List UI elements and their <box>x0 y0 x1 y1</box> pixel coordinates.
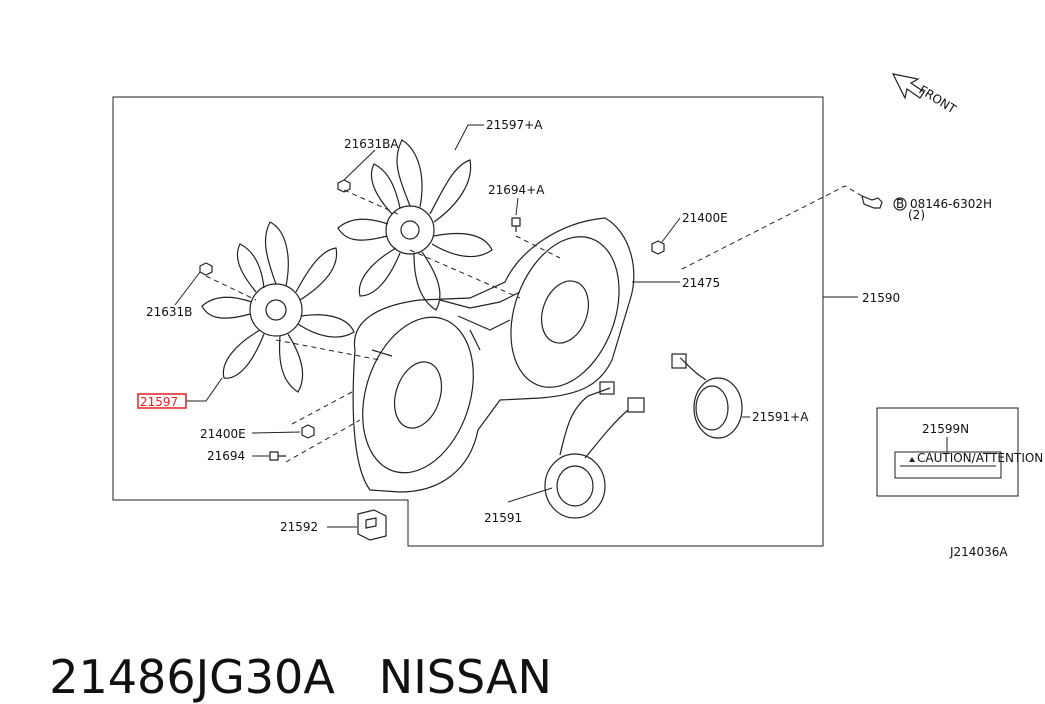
label-21400E: 21400E <box>200 427 246 441</box>
assembly-dash-upper <box>409 249 521 299</box>
leader-21694A <box>515 197 519 216</box>
highlight-box-21597 <box>137 393 187 409</box>
label-21631B: 21631B <box>146 305 192 319</box>
assembly-dash-bolt <box>679 185 863 271</box>
assembly-frame <box>112 96 824 547</box>
leader-21400E <box>251 431 301 434</box>
leader-21591 <box>507 487 553 503</box>
part-number: 21486JG30A <box>49 650 335 704</box>
leader-21631BA <box>343 149 376 181</box>
label-21694: 21694 <box>207 449 245 463</box>
label-21597A: 21597+A <box>486 118 543 132</box>
assembly-dash-lower <box>275 339 381 361</box>
nut-21631B <box>199 262 213 276</box>
screw-21694A <box>511 217 521 232</box>
label-21592: 21592 <box>280 520 318 534</box>
screw-21694 <box>269 451 286 461</box>
front-arrow-icon <box>891 73 925 100</box>
caption: 21486JG30A NISSAN <box>20 596 552 704</box>
assembly-dash-21631BA <box>343 189 401 216</box>
leader-21597 <box>186 377 223 402</box>
nut-21400E-lower <box>301 424 315 439</box>
label-21591: 21591 <box>484 511 522 525</box>
label-21590: 21590 <box>862 291 900 305</box>
caution-sticker <box>894 451 1002 479</box>
leader-21400E-top <box>661 217 681 243</box>
caution-label-box <box>876 407 1019 497</box>
fan-motor-lower <box>544 381 645 519</box>
label-21591A: 21591+A <box>752 410 809 424</box>
bolt-marker-icon <box>893 197 907 211</box>
fan-blade-upper <box>337 139 493 311</box>
label-08146-qty: (2) <box>908 208 925 222</box>
nut-21400E-top <box>651 240 665 255</box>
fan-blade-lower <box>201 221 355 393</box>
leader-21631B <box>174 271 201 306</box>
label-21599N: 21599N <box>922 422 969 436</box>
fan-motor-right <box>671 353 743 439</box>
parts-diagram: FRONT <box>112 73 1043 559</box>
label-08146: 08146-6302H <box>910 197 992 211</box>
leader-21597A <box>454 124 484 151</box>
brand-name: NISSAN <box>378 650 552 704</box>
label-21631BA: 21631BA <box>344 137 399 151</box>
warning-icon <box>909 457 915 462</box>
assembly-dash-21631B <box>205 275 257 301</box>
assembly-dash-21694A <box>515 235 561 259</box>
front-label: FRONT <box>916 83 959 117</box>
bolt-08146 <box>861 195 883 209</box>
assembly-dash-21694 <box>285 419 361 463</box>
assembly-dash-21400E <box>291 391 353 425</box>
label-21400E-top: 21400E <box>682 211 728 225</box>
label-08146-prefix: B <box>896 197 904 211</box>
label-21597: 21597 <box>140 395 178 409</box>
fan-shroud <box>352 217 635 493</box>
caution-text: CAUTION/ATTENTION <box>917 451 1043 465</box>
label-21694A: 21694+A <box>488 183 545 197</box>
reference-code: J214036A <box>949 545 1008 559</box>
label-21475: 21475 <box>682 276 720 290</box>
bracket-21592 <box>357 509 387 541</box>
